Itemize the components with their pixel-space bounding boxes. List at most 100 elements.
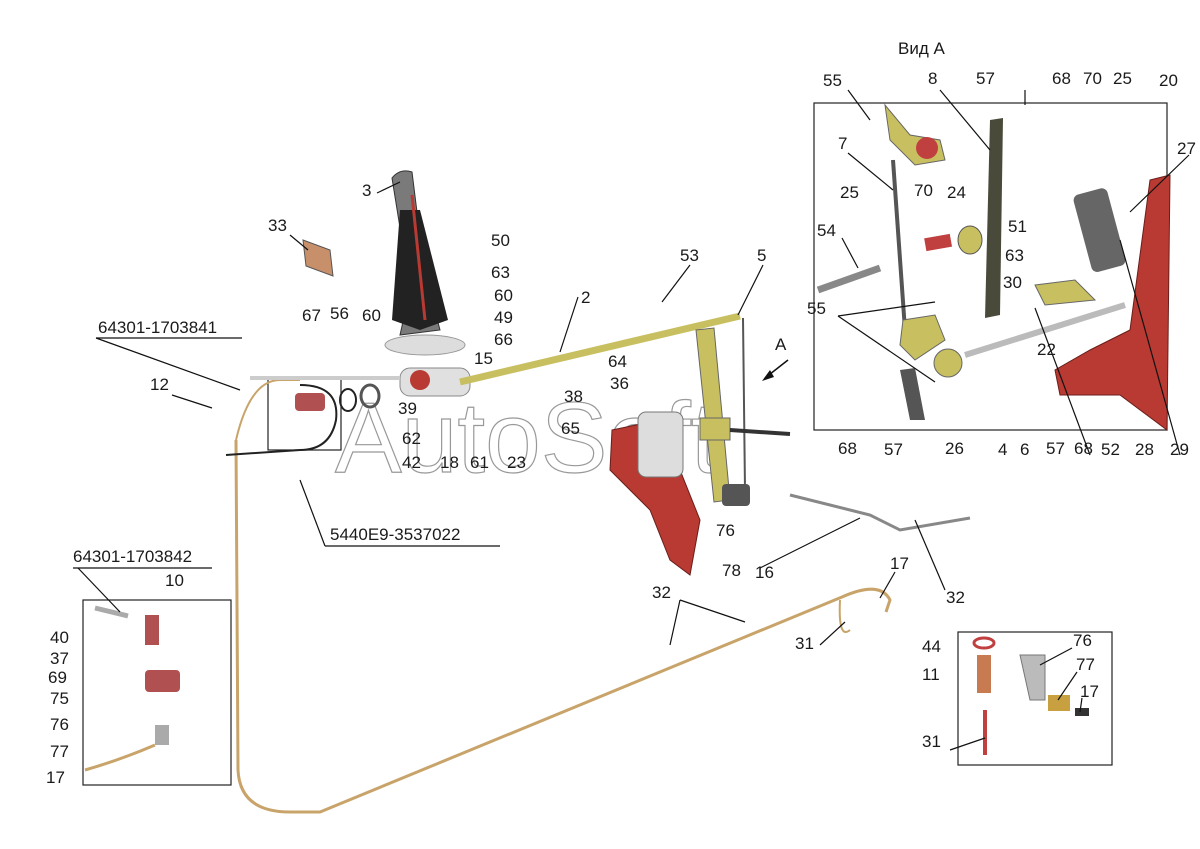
elbow-76 [155,725,169,745]
callout: 7 [838,134,847,153]
callout: 57 [1046,439,1065,458]
bottom-right-labels: 44 76 11 77 17 31 [922,631,1099,751]
callout: 76 [50,715,69,734]
callout: 25 [840,183,859,202]
callout: 20 [1159,71,1178,90]
callout: 28 [1135,440,1154,459]
detail-frame-bottom-left [82,599,232,786]
main-rod [459,312,741,386]
callout: 60 [362,306,381,325]
callout: 67 [302,306,321,325]
fitting-10 [145,615,159,645]
pipeline-upper [235,379,300,441]
callout: 40 [50,628,69,647]
callout: 62 [402,429,421,448]
cylinder-65 [637,411,684,478]
callout: 32 [946,588,965,607]
tube-end-17 [1075,708,1089,716]
callout: 68 [1052,69,1071,88]
callout: 36 [610,374,629,393]
bolt [729,428,791,436]
callout: 63 [491,263,510,282]
elbow-76b [1019,654,1046,701]
hub [957,225,983,255]
valve-75 [145,670,180,692]
bracket-28 [1054,174,1171,431]
callout: 10 [165,571,184,590]
callout: 63 [1005,246,1024,265]
fitting-11 [977,655,991,693]
callout: 55 [823,71,842,90]
callout: 69 [48,668,67,687]
detail-frame-small [267,377,342,451]
callout: 2 [581,288,590,307]
callout: 50 [491,231,510,250]
callout: 17 [1080,682,1099,701]
callout: 78 [722,561,741,580]
callout: 38 [564,387,583,406]
callout: 39 [398,399,417,418]
callout: 76 [1073,631,1092,650]
callout: 66 [494,330,513,349]
callout: 77 [1076,655,1095,674]
callout: 29 [1170,440,1189,459]
callout: 31 [795,634,814,653]
washer-62 [339,388,357,412]
callout: 61 [470,453,489,472]
callout: 25 [1113,69,1132,88]
callout: 17 [46,768,65,787]
callout: 24 [947,183,966,202]
callout: 68 [838,439,857,458]
callout: 12 [150,375,169,394]
callout: 56 [330,304,349,323]
joint [722,484,750,506]
callout: 3 [362,181,371,200]
arrow-head-icon [762,370,774,381]
part-code-bottom-left: 64301-1703842 [73,547,192,566]
callout: 6 [1020,440,1029,459]
callout: 60 [494,286,513,305]
callout: 54 [817,221,836,240]
nut-77 [1048,695,1070,711]
bushing-red [916,137,938,159]
callout: 27 [1177,139,1196,158]
callout: 52 [1101,440,1120,459]
callout: 70 [1083,69,1102,88]
link-rod [742,317,746,491]
callout: 75 [50,689,69,708]
valve-body [295,393,325,411]
plate-20 [1073,188,1126,272]
lever-arm-bottom [899,314,946,361]
spring [410,370,430,390]
callout: 49 [494,308,513,327]
callout: 31 [922,732,941,751]
callout: 57 [884,440,903,459]
callout: 57 [976,69,995,88]
lever-8 [985,118,1003,318]
cover-plate [384,334,466,356]
pipe-end [94,605,129,619]
callout: 4 [998,440,1007,459]
callout: 5 [757,246,766,265]
callout: 37 [50,649,69,668]
callout: 18 [440,453,459,472]
bushing-4 [933,348,963,378]
callout: 22 [1037,340,1056,359]
bushing [699,417,731,441]
callout: 77 [50,742,69,761]
pipe-loop [838,599,851,633]
callout: 8 [928,69,937,88]
tube-17 [84,743,156,772]
callout: 16 [755,563,774,582]
callout: 15 [474,349,493,368]
part-code-top-left: 64301-1703841 [98,318,217,337]
rod-7 [891,159,907,331]
rod-16 [789,493,971,532]
bottom-left-labels: 10 40 37 69 75 76 77 17 [46,571,184,787]
view-a-title: Вид А [898,39,945,58]
callout: 53 [680,246,699,265]
callout: 68 [1074,439,1093,458]
callout: 76 [716,521,735,540]
